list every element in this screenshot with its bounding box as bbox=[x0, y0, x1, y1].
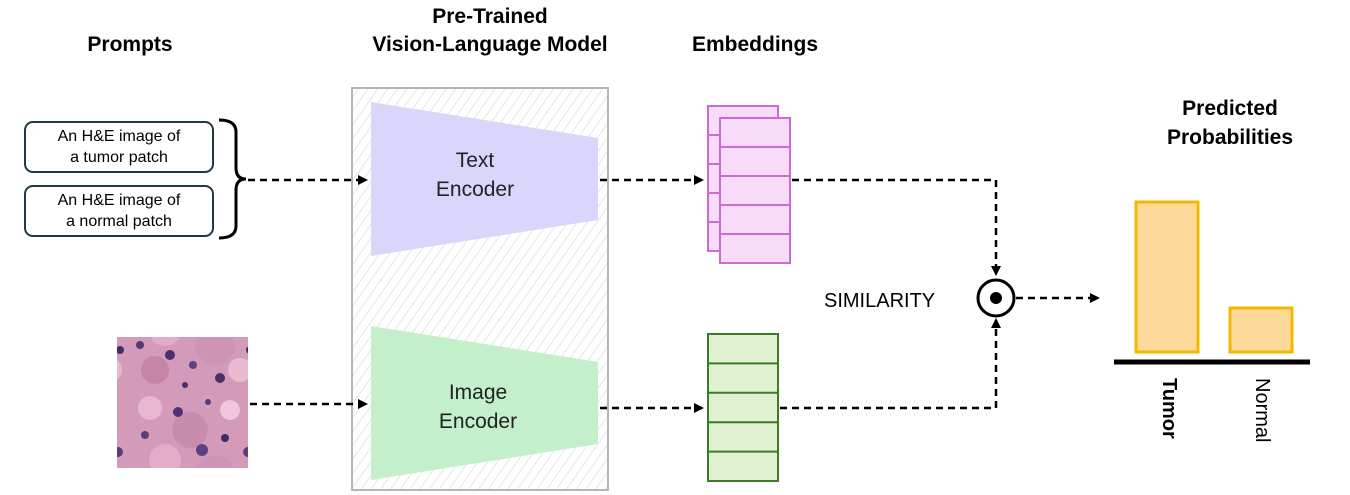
model-header-line2: Vision-Language Model bbox=[372, 33, 608, 56]
embeddings-header: Embeddings bbox=[691, 33, 818, 56]
prompts-header: Prompts bbox=[87, 33, 173, 56]
image-embedding bbox=[707, 333, 779, 482]
path-text-embedding-to-similarity bbox=[792, 178, 1001, 276]
prompts-bracket bbox=[218, 118, 247, 240]
text-embeddings-stack bbox=[707, 105, 791, 264]
bar-tumor bbox=[1134, 200, 1200, 354]
image-encoder-label-line2: Encoder bbox=[438, 410, 518, 433]
prompt-box-normal: An H&E image of a normal patch bbox=[24, 185, 214, 237]
text-encoder-label-line2: Encoder bbox=[435, 178, 515, 201]
image-encoder-label-line1: Image bbox=[448, 381, 508, 404]
prompt-tumor-line1: An H&E image of bbox=[57, 128, 181, 145]
model-header-line1: Pre-Trained bbox=[432, 5, 548, 28]
text-encoder-shape bbox=[371, 102, 598, 256]
prompt-normal-line2: a normal patch bbox=[66, 213, 172, 230]
prompt-box-tumor: An H&E image of a tumor patch bbox=[24, 121, 214, 173]
prompt-tumor-line2: a tumor patch bbox=[70, 149, 168, 166]
predicted-header-line1: Predicted bbox=[1182, 97, 1278, 120]
path-image-embedding-to-similarity bbox=[780, 318, 1001, 410]
similarity-operator-dot bbox=[990, 292, 1002, 304]
bar-label-normal: Normal bbox=[1251, 378, 1273, 443]
tissue-image bbox=[117, 337, 248, 468]
text-encoder-label: Text Encoder bbox=[410, 146, 540, 204]
bar-normal bbox=[1228, 306, 1294, 354]
text-embedding-vector bbox=[719, 117, 791, 264]
similarity-label: SIMILARITY bbox=[824, 290, 936, 312]
text-encoder-label-line1: Text bbox=[455, 149, 495, 172]
image-encoder-label: Image Encoder bbox=[413, 378, 543, 436]
image-embedding-vector bbox=[707, 333, 779, 482]
predicted-header-line2: Probabilities bbox=[1166, 126, 1294, 149]
prompt-normal-line1: An H&E image of bbox=[57, 192, 181, 209]
image-encoder-shape bbox=[371, 326, 598, 480]
bar-label-tumor: Tumor bbox=[1158, 378, 1180, 439]
probability-chart bbox=[1134, 200, 1294, 354]
